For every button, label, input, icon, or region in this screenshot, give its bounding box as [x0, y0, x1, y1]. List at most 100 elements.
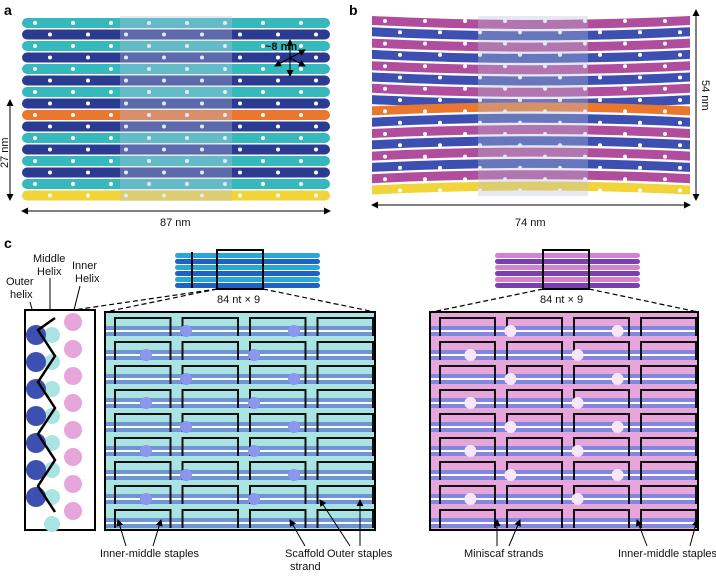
- helix-marker: [71, 113, 75, 117]
- crossover-ball: [248, 397, 260, 409]
- helix-marker: [518, 30, 522, 35]
- helix-marker: [238, 32, 242, 37]
- helix-marker: [147, 44, 151, 48]
- crossover-ball: [571, 445, 584, 457]
- helix-marker: [638, 188, 642, 193]
- crossover-ball: [571, 493, 584, 505]
- panel-b-label: b: [349, 2, 358, 18]
- crossover-ball: [180, 469, 192, 481]
- helix-marker: [638, 98, 642, 103]
- helix-marker: [299, 21, 303, 25]
- helix-marker: [583, 64, 587, 69]
- helix-marker: [598, 30, 602, 35]
- helix-marker: [162, 101, 166, 106]
- helix-marker: [438, 143, 442, 148]
- crossover-ball: [248, 493, 260, 505]
- helix-marker: [518, 75, 522, 80]
- helix-marker: [223, 44, 227, 48]
- staple-path: [439, 509, 697, 528]
- helix-marker: [583, 154, 587, 159]
- helix-connection: [36, 316, 57, 513]
- map-background: [430, 312, 698, 530]
- inner-helix-circle: [64, 394, 82, 412]
- crossover-ball: [180, 325, 192, 337]
- helix-bar: [22, 156, 330, 166]
- helix-marker: [663, 41, 667, 46]
- helix-bar: [22, 121, 330, 132]
- helix-marker: [503, 41, 507, 46]
- helix-marker: [33, 90, 37, 94]
- middle-helix-label: Middle: [33, 253, 65, 265]
- helix-marker: [678, 120, 682, 125]
- helix-marker: [124, 147, 128, 152]
- helix-marker: [558, 165, 562, 170]
- map-background: [105, 312, 375, 530]
- helix-marker: [663, 19, 667, 23]
- helix-bar: [22, 179, 330, 189]
- helix-marker: [503, 19, 507, 23]
- scaffold-strand-label-2: strand: [290, 561, 321, 573]
- mini-cylinder-b: [495, 253, 640, 288]
- helix-marker: [663, 64, 667, 69]
- height-label-b: 54 nm: [699, 80, 711, 111]
- helix-marker: [503, 132, 507, 136]
- helix-marker: [71, 182, 75, 186]
- helix-marker: [438, 52, 442, 57]
- helix-bar: [22, 41, 330, 51]
- helix-marker: [623, 86, 627, 91]
- helix-marker: [200, 124, 204, 129]
- helix-marker: [223, 113, 227, 117]
- helix-marker: [147, 182, 151, 186]
- helix-bar: [22, 18, 330, 28]
- inner-helix-circle: [64, 367, 82, 385]
- helix-marker: [503, 109, 507, 114]
- helix-marker: [398, 143, 402, 148]
- strand-map-left: [104, 311, 376, 531]
- helix-bar: [22, 75, 330, 86]
- helix-marker: [518, 165, 522, 170]
- helix-marker: [543, 86, 547, 91]
- helix-marker: [438, 30, 442, 35]
- helix-marker: [623, 64, 627, 69]
- helix-marker: [543, 132, 547, 136]
- helix-marker: [663, 177, 667, 182]
- helix-bar: [22, 144, 330, 155]
- panel-c-label: c: [4, 235, 12, 251]
- mini-cylinder-a: [175, 253, 320, 288]
- mini-helix-bar: [495, 265, 640, 270]
- helix-marker: [558, 188, 562, 193]
- helix-marker: [124, 124, 128, 129]
- helix-bar: [22, 52, 330, 63]
- helix-marker: [558, 75, 562, 80]
- width-label-b: 74 nm: [515, 217, 546, 229]
- helix-marker: [678, 30, 682, 35]
- helix-marker: [223, 182, 227, 186]
- helix-marker: [598, 143, 602, 148]
- helix-marker: [423, 177, 427, 182]
- helix-marker: [558, 30, 562, 35]
- helix-marker: [314, 124, 318, 129]
- helix-bar: [372, 61, 690, 75]
- helix-marker: [223, 21, 227, 25]
- crossover-ball: [180, 373, 192, 385]
- helix-marker: [623, 41, 627, 46]
- helix-bar: [372, 38, 690, 52]
- staple-path: [439, 413, 697, 432]
- helix-marker: [623, 109, 627, 114]
- helix-marker: [558, 98, 562, 103]
- crossover-ball: [611, 469, 624, 481]
- helix-marker: [86, 170, 90, 175]
- helix-marker: [583, 19, 587, 23]
- helix-marker: [383, 41, 387, 46]
- panel-a-label: a: [4, 2, 12, 18]
- helix-bar: [372, 72, 690, 86]
- crossover-ball: [288, 469, 300, 481]
- crossover-ball: [288, 325, 300, 337]
- helix-marker: [558, 143, 562, 148]
- helix-marker: [518, 188, 522, 193]
- helix-marker: [463, 41, 467, 46]
- mini-helix-bar: [495, 271, 640, 276]
- cylinder-a: [22, 18, 330, 201]
- helix-marker: [223, 136, 227, 140]
- staple-path: [114, 437, 374, 456]
